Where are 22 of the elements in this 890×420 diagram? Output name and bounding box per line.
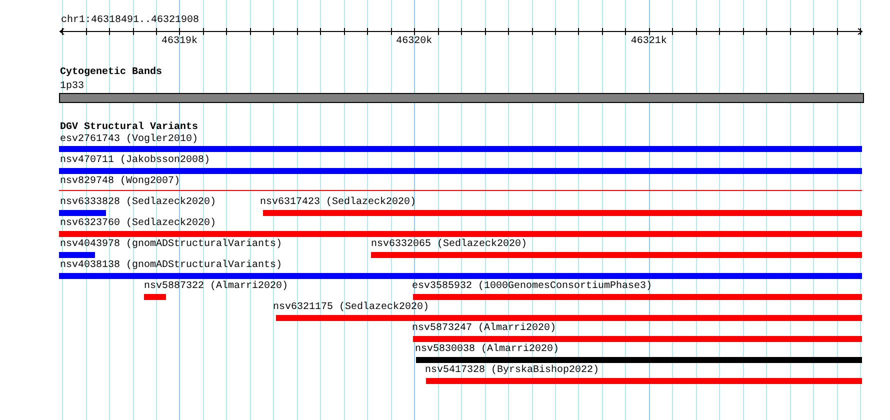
variant-label: nsv5830038 (Almarri2020) xyxy=(415,344,560,355)
band-label: 1p33 xyxy=(60,81,84,92)
variant-label: nsv829748 (Wong2007) xyxy=(60,176,180,187)
variant-label: nsv6333828 (Sedlazeck2020) xyxy=(60,197,216,208)
variant-label: nsv6321175 (Sedlazeck2020) xyxy=(273,302,430,313)
variant-label: nsv4043978 (gnomADStructuralVariants) xyxy=(60,239,282,250)
variant-label: nsv6332065 (Sedlazeck2020) xyxy=(371,239,528,250)
axis-tick-label: 46320k xyxy=(396,36,432,47)
variant-label: esv2761743 (Vogler2010) xyxy=(60,134,198,145)
track-title: Cytogenetic Bands xyxy=(60,67,162,78)
axis-tick-label: 46319k xyxy=(161,36,198,47)
axis-tick-label: 46321k xyxy=(630,36,667,47)
variant-label: nsv470711 (Jakobsson2008) xyxy=(60,155,210,166)
variant-label: nsv5873247 (Almarri2020) xyxy=(412,323,556,334)
region-coordinates: chr1:46318491..46321908 xyxy=(61,15,200,26)
track-title: DGV Structural Variants xyxy=(60,122,198,133)
variant-label: nsv4038138 (gnomADStructuralVariants) xyxy=(60,260,282,271)
variant-label: esv3585932 (1000GenomesConsortiumPhase3) xyxy=(412,281,652,292)
variant-label: nsv6323760 (Sedlazeck2020) xyxy=(60,218,216,229)
variant-label: nsv5887322 (Almarri2020) xyxy=(144,281,288,292)
variant-label: nsv6317423 (Sedlazeck2020) xyxy=(260,197,416,208)
variant-label: nsv5417328 (ByrskaBishop2022) xyxy=(425,365,600,376)
